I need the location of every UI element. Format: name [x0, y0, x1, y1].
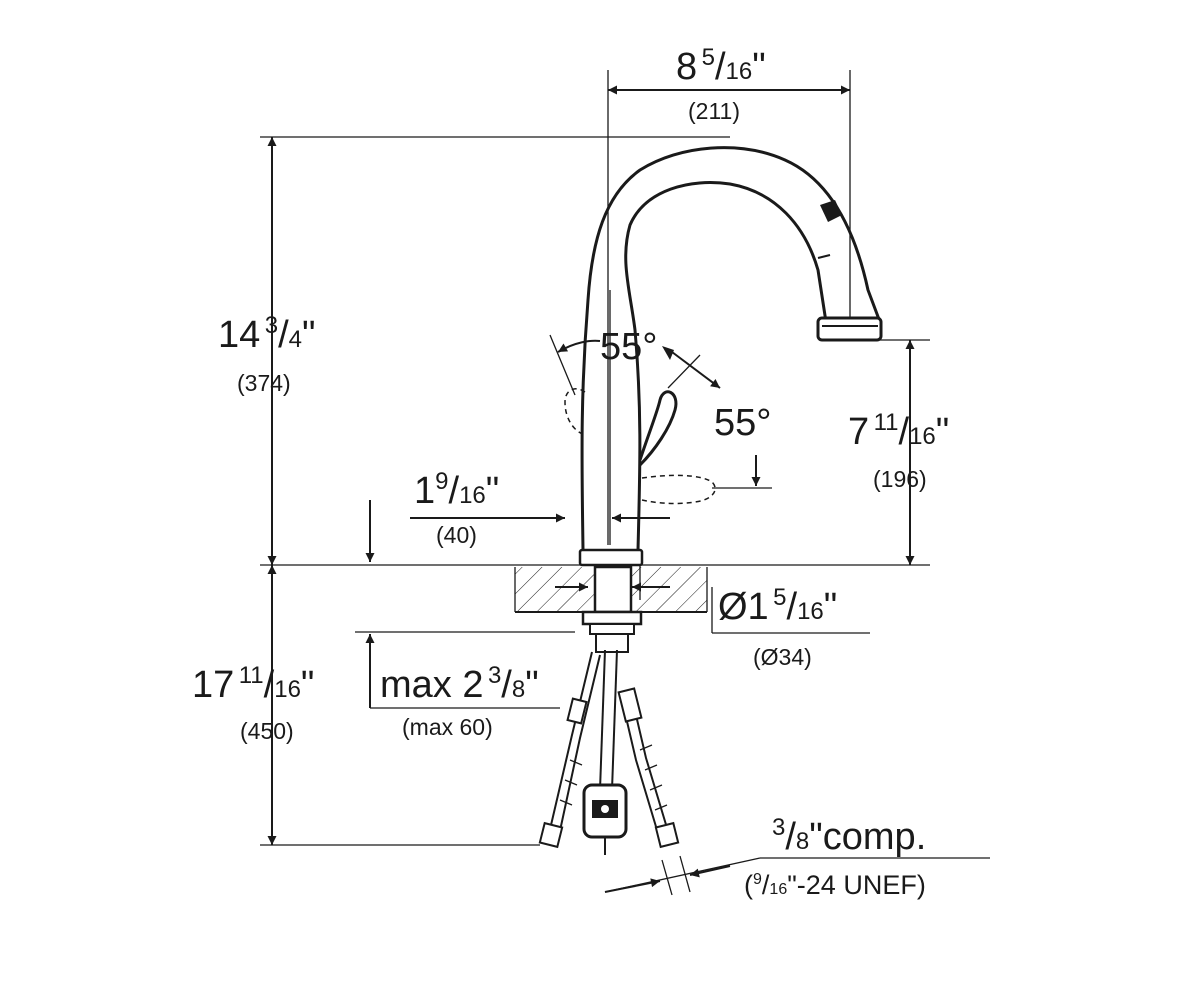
spout-height-metric: (196)	[873, 466, 927, 492]
connection-label: 3/8"comp.	[772, 814, 927, 858]
connection-thread-label: (9/16"-24 UNEF)	[744, 870, 926, 900]
connection-thread-den: 16	[769, 881, 788, 898]
handle-offset-unit: "	[485, 470, 500, 512]
hole-diameter-den: 16	[797, 598, 824, 625]
hole-diameter-num: 5	[773, 584, 787, 611]
below-deck-whole: 17	[192, 664, 235, 706]
connection-thread-open: (	[744, 870, 753, 900]
faucet-body	[578, 146, 883, 567]
spout-reach-metric: (211)	[688, 98, 740, 124]
spout-reach-num: 5	[701, 44, 715, 71]
hole-diameter-unit: "	[823, 586, 838, 628]
spout-height-num: 11	[873, 409, 899, 436]
below-deck-label: 17 11/16"	[192, 662, 315, 706]
extension-lines	[260, 70, 930, 846]
spout-reach-unit: "	[752, 46, 766, 88]
lever-angle-side-label: 55°	[714, 402, 772, 444]
handle-offset-num: 9	[435, 468, 449, 495]
spout-height-den: 16	[909, 423, 936, 450]
below-deck-den: 16	[274, 676, 301, 703]
total-height-unit: "	[302, 314, 316, 356]
countertop-section	[514, 567, 708, 613]
total-height-den: 4	[288, 326, 303, 353]
total-height-num: 3	[264, 312, 279, 339]
hole-diameter-label: Ø1 5/16"	[718, 584, 838, 628]
handle-offset-whole: 1	[414, 470, 436, 512]
handle-offset-metric: (40)	[436, 522, 477, 548]
counter-thickness-metric: (max 60)	[402, 714, 493, 740]
below-deck-num: 11	[238, 662, 264, 689]
hole-diameter-prefix: Ø1	[718, 586, 769, 628]
connection-thread-suffix: "-24 UNEF)	[787, 870, 926, 900]
spout-reach-den: 16	[725, 58, 753, 85]
handle-offset-den: 16	[459, 482, 486, 509]
spout-reach-label: 8 5/16"	[676, 44, 766, 88]
counter-thickness-den: 8	[511, 676, 526, 703]
supply-assembly	[538, 565, 680, 855]
spout-height-label: 7 11/16"	[848, 409, 950, 453]
spout-reach-whole: 8	[676, 46, 698, 88]
counter-thickness-label: max 2 3/8"	[380, 662, 539, 706]
below-deck-unit: "	[300, 664, 315, 706]
lever-handle	[549, 334, 721, 505]
hole-diameter-metric: (Ø34)	[753, 644, 812, 670]
connection-suffix: "comp.	[809, 816, 927, 858]
connection-num: 3	[772, 814, 786, 841]
counter-thickness-prefix: max 2	[380, 664, 484, 706]
connection-den: 8	[795, 828, 810, 855]
counter-thickness-num: 3	[487, 662, 502, 689]
dimension-lines	[267, 85, 990, 896]
total-height-label: 14 3/4"	[218, 312, 316, 356]
spout-height-whole: 7	[848, 411, 870, 453]
spout-height-unit: "	[935, 411, 950, 453]
total-height-whole: 14	[218, 314, 261, 356]
connection-thread-num: 9	[753, 871, 762, 888]
total-height-metric: (374)	[237, 370, 291, 396]
lever-angle-top-label: 55°	[600, 326, 658, 368]
counter-thickness-unit: "	[525, 664, 539, 706]
handle-offset-label: 19/16"	[414, 468, 500, 512]
below-deck-metric: (450)	[240, 718, 294, 744]
